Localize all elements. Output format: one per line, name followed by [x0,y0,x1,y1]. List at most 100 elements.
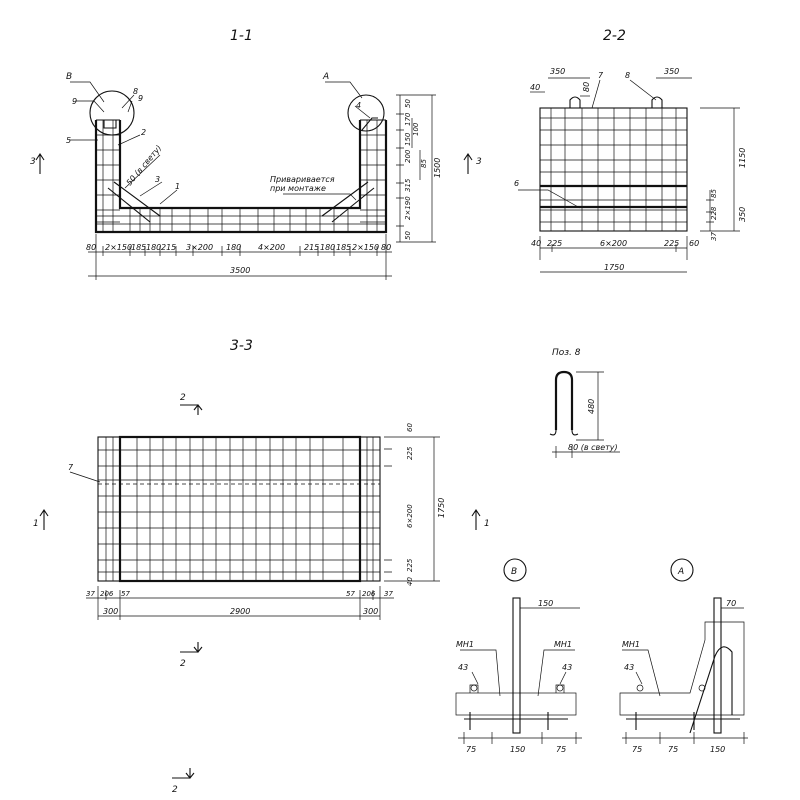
cut-mark-1-right [471,509,481,530]
cut-mark-3-left [35,153,45,174]
dims-3-3 [69,436,440,620]
section-2-2-title: 2-2 [603,28,626,44]
label-pos-8: 8 [133,87,138,96]
dim-v-170: 170 [404,112,412,126]
dim-350-left: 350 [550,67,565,76]
detail-a-75-mid: 75 [668,745,678,754]
label-pos-8-2-2: 8 [625,71,630,80]
dim-v-50-bottom: 50 [404,231,412,240]
detail-a-label: A [677,567,684,577]
label-pos-7-3-3: 7 [68,463,74,472]
weld-note-line-2: при монтаже [270,184,326,193]
detail-a-body [619,597,745,734]
cut-label-2-top: 2 [180,393,186,403]
dim-37-left: 37 [86,590,95,598]
detail-a-150-bottom: 150 [710,745,725,754]
detail-b-43-left: 43 [458,663,468,672]
label-b: B [66,72,72,82]
cut-mark-2-top [180,404,203,415]
dim-225-top-3-3: 225 [406,446,414,460]
detail-a-mn1: МН1 [622,640,640,649]
dim-v-200: 200 [404,149,412,163]
weld-note-line-1: Приваривается [270,175,335,184]
cut-label-1-right: 1 [484,519,490,529]
dim-v-100: 100 [412,122,420,136]
dim-1150: 1150 [738,148,747,168]
poz8-height: 480 [587,399,596,414]
wall-top-hooks [103,117,378,131]
dim-v-150: 150 [404,132,412,146]
leaders-1-1 [70,81,371,205]
poz8-clear: 80 (в свету) [568,443,618,452]
detail-a-43: 43 [624,663,634,672]
poz8-title: Поз. 8 [552,348,581,358]
dim-v-1500: 1500 [433,158,442,178]
label-pos-1: 1 [175,182,180,191]
section-3-3: 3-3 7 60 225 6×200 225 40 1750 37 206 57… [33,338,490,669]
label-pos-3: 3 [155,175,160,184]
dim-225-right: 225 [664,239,679,248]
dim-80: 80 [582,82,591,92]
detail-a-70-top: 70 [726,599,736,608]
dim-180-right: 180 [320,243,335,252]
dim-3500: 3500 [230,266,250,275]
section-2-2: 2-2 350 350 80 40 7 8 6 1150 85 [514,28,747,273]
dim-185-right: 185 [336,243,351,252]
dim-350-v: 350 [738,207,747,222]
dim-v-2x190: 2×190 [404,196,412,220]
dim-1750-3-3: 1750 [437,498,446,518]
dim-3x200: 3×200 [186,243,213,252]
section-1-1-title: 1-1 [230,28,253,44]
dim-v-50-top: 50 [404,99,412,108]
detail-b-150-bottom: 150 [510,745,525,754]
dim-215-right: 215 [304,243,319,252]
cut-label-2-sheet-bottom: 2 [172,785,178,795]
cut-mark-1-left [39,509,49,530]
cut-label-3-right: 3 [476,157,482,167]
label-pos-5: 5 [66,136,71,145]
detail-a: A 70 МН1 43 75 75 150 [619,558,748,754]
dim-40-3-3: 40 [406,577,414,586]
section-1-1: 1-1 [30,28,482,280]
callout-circle-b [89,90,135,136]
section-3-3-title: 3-3 [230,338,253,354]
label-pos-2: 2 [141,128,146,137]
dim-2x150-left: 2×150 [105,243,132,252]
detail-b-mn1-left: МН1 [456,640,474,649]
detail-a-75-left: 75 [632,745,642,754]
dims-2-2 [518,77,740,273]
cut-label-1-left: 1 [33,519,39,529]
dim-60-3-3: 60 [406,423,414,432]
label-pos-7: 7 [598,71,604,80]
label-pos-9-right: 9 [138,94,143,103]
dim-40-top: 40 [530,83,540,92]
dim-v-315: 315 [404,178,412,192]
detail-b-circle [503,558,527,582]
dim-right-text-1-1: 50 170 100 150 200 85 315 2×190 50 1500 [404,99,442,240]
dim-225-left: 225 [547,239,562,248]
label-pos-9-left: 9 [72,97,77,106]
dim-60: 60 [689,239,699,248]
detail-b: B 150 МН1 МН1 43 43 75 150 75 [455,558,582,754]
cut-label-3-left: 3 [30,157,36,167]
cut-mark-3-right [463,153,473,174]
dim-4x200: 4×200 [258,243,285,252]
dim-80-right: 80 [381,243,391,252]
dim-2x150-right: 2×150 [352,243,379,252]
detail-a-dims [622,607,748,744]
dim-225-bottom-3-3: 225 [406,558,414,572]
detail-b-label: B [511,567,517,577]
dim-chain-1-1 [88,234,392,280]
dim-37-v: 37 [710,232,718,241]
dim-185-left: 185 [131,243,146,252]
u-cage-outline [94,119,388,234]
dim-v-85: 85 [420,159,428,168]
label-a: A [322,72,329,82]
cage-2-2 [539,96,688,232]
dim-180-left: 180 [146,243,161,252]
dim-text-1-1: 80 2×150 185 180 215 3×200 180 4×200 215… [86,243,391,275]
dim-80-left: 80 [86,243,96,252]
dim-206-left: 206 [100,590,114,598]
dim-57-left: 57 [121,590,130,598]
